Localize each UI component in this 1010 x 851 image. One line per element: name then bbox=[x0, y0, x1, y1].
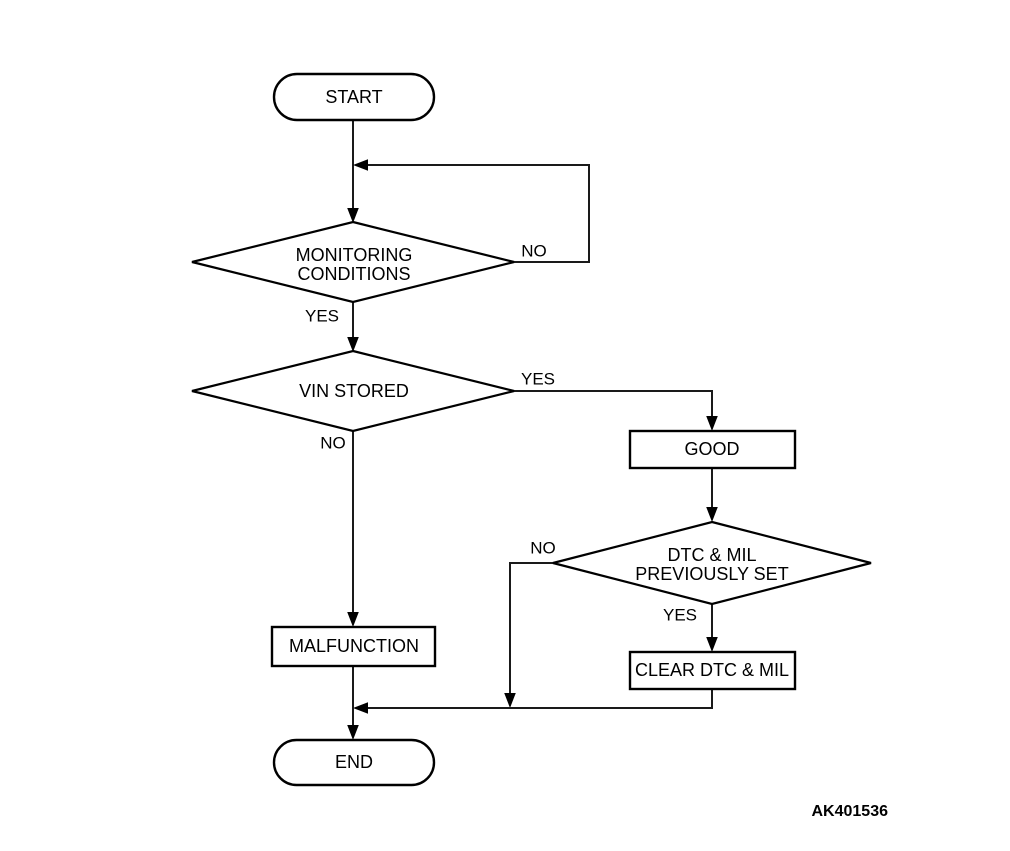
edge-monitoring-yes-to-vin bbox=[347, 302, 359, 352]
edge-dtc-no-to-end bbox=[504, 562, 553, 708]
arrow-head-loop-return bbox=[353, 159, 368, 171]
edge-vin-yes-to-good bbox=[514, 390, 718, 431]
arrow-head-into-clear-dtc bbox=[706, 637, 718, 652]
node-good[interactable]: GOOD bbox=[628, 429, 797, 470]
node-end[interactable]: END bbox=[272, 738, 436, 787]
clear-dtc-label: CLEAR DTC & MIL bbox=[635, 660, 789, 680]
node-start[interactable]: START bbox=[272, 72, 436, 122]
arrow-head-into-end bbox=[347, 725, 359, 740]
monitoring-conditions-label-line1: MONITORING bbox=[296, 245, 413, 265]
arrow-head-dtc-no-drop bbox=[504, 693, 516, 708]
node-clear-dtc-mil[interactable]: CLEAR DTC & MIL bbox=[628, 650, 797, 691]
dtc-mil-label-line2: PREVIOUSLY SET bbox=[635, 564, 788, 584]
arrow-head-into-monitoring bbox=[347, 208, 359, 223]
monitoring-conditions-label-line2: CONDITIONS bbox=[297, 264, 410, 284]
vin-stored-label: VIN STORED bbox=[299, 381, 409, 401]
node-monitoring-conditions[interactable]: MONITORING CONDITIONS bbox=[191, 220, 515, 304]
arrow-head-into-malfunction bbox=[347, 612, 359, 627]
edge-start-to-monitoring bbox=[347, 120, 359, 223]
branch-label-monitoring-no: NO bbox=[521, 241, 547, 260]
arrow-head-into-good bbox=[706, 416, 718, 431]
edge-clear-to-end bbox=[353, 688, 713, 714]
node-dtc-mil-previously-set[interactable]: DTC & MIL PREVIOUSLY SET bbox=[552, 520, 872, 606]
start-label: START bbox=[325, 87, 382, 107]
reference-code: AK401536 bbox=[812, 803, 889, 820]
dtc-mil-label-line1: DTC & MIL bbox=[667, 545, 756, 565]
end-label: END bbox=[335, 752, 373, 772]
start-terminator-shape bbox=[272, 72, 436, 122]
branch-label-monitoring-yes: YES bbox=[305, 306, 339, 325]
branch-label-dtc-no: NO bbox=[530, 538, 556, 557]
node-malfunction[interactable]: MALFUNCTION bbox=[270, 625, 437, 668]
branch-label-vin-no: NO bbox=[320, 433, 346, 452]
branch-label-vin-yes: YES bbox=[521, 369, 555, 388]
arrow-head-into-vin-stored bbox=[347, 337, 359, 352]
dtc-mil-diamond-shape bbox=[552, 520, 872, 606]
clear-dtc-box-shape bbox=[628, 650, 797, 691]
edge-malfunction-to-end bbox=[347, 666, 359, 740]
edge-dtc-yes-to-clear bbox=[706, 604, 718, 652]
good-label: GOOD bbox=[684, 439, 739, 459]
monitoring-conditions-diamond-shape bbox=[191, 220, 515, 304]
arrow-head-merge-into-trunk bbox=[353, 702, 368, 714]
edge-monitoring-no-loop bbox=[353, 159, 590, 263]
good-box-shape bbox=[628, 429, 797, 470]
edge-good-to-dtc bbox=[706, 468, 718, 522]
node-vin-stored[interactable]: VIN STORED bbox=[191, 349, 515, 433]
arrow-head-into-dtc-diamond bbox=[706, 507, 718, 522]
branch-label-dtc-yes: YES bbox=[663, 605, 697, 624]
end-terminator-shape bbox=[272, 738, 436, 787]
edge-vin-no-to-malfunction bbox=[347, 431, 359, 627]
malfunction-label: MALFUNCTION bbox=[289, 636, 419, 656]
malfunction-box-shape bbox=[270, 625, 437, 668]
vin-stored-diamond-shape bbox=[191, 349, 515, 433]
